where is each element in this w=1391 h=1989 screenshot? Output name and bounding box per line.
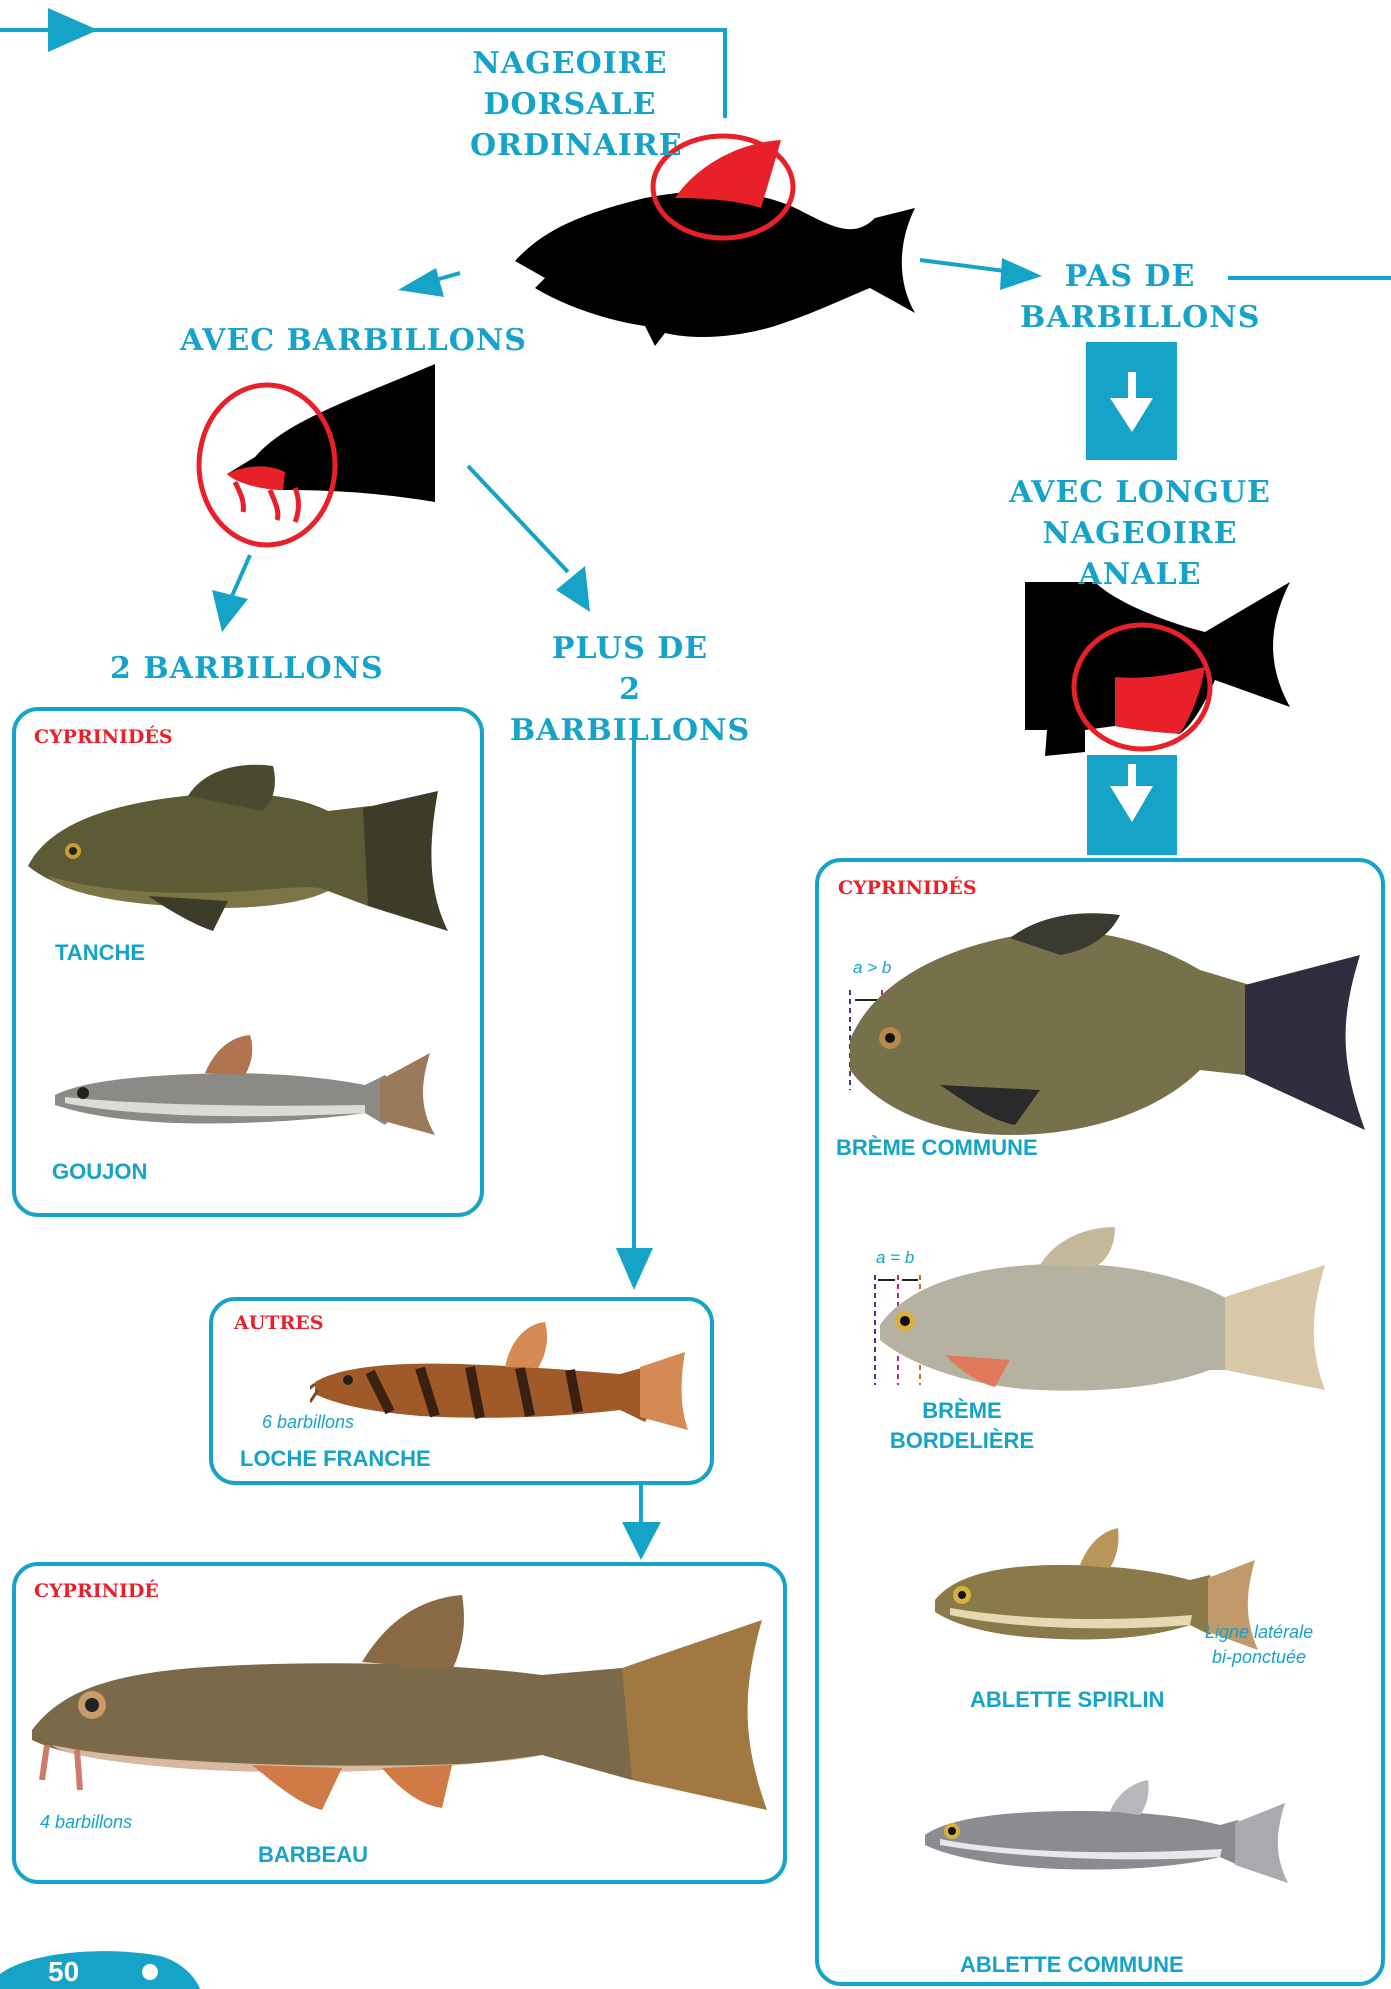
arrow-to-2-barbillons	[212, 590, 248, 632]
node-pas-de-barbillons: PAS DE BARBILLONS	[1020, 256, 1240, 338]
arrow-to-plus-de-2	[556, 566, 590, 612]
fish-name-ablette-commune: ABLETTE COMMUNE	[960, 1950, 1184, 1980]
fish-name-goujon: GOUJON	[52, 1157, 147, 1187]
arrow-to-avec	[398, 268, 444, 297]
node-plus-de-2-barbillons: PLUS DE 2 BARBILLONS	[500, 628, 760, 751]
fish-name-tanche: TANCHE	[55, 938, 145, 968]
family-label: CYPRINIDÉS	[34, 726, 173, 748]
ratio-a-greater-b: a > b	[853, 958, 891, 978]
node-dorsale-ordinaire: NAGEOIRE DORSALE ORDINAIRE	[470, 43, 670, 166]
arrow-to-cyprinide	[622, 1522, 661, 1560]
fish-name-ablette-spirlin: ABLETTE SPIRLIN	[970, 1685, 1164, 1715]
breme-commune-fish-image	[840, 910, 1370, 1160]
fish-name-breme-commune: BRÈME COMMUNE	[836, 1133, 1038, 1163]
breme-bordeliere-fish-image	[870, 1225, 1330, 1405]
ablette-commune-fish-image	[920, 1775, 1290, 1890]
fish-name-barbeau: BARBEAU	[258, 1840, 368, 1870]
note-6-barbillons: 6 barbillons	[262, 1410, 354, 1435]
tanche-fish-image	[28, 756, 458, 946]
silhouette-barbels-head	[195, 362, 445, 562]
node-longue-nageoire-anale: AVEC LONGUE NAGEOIRE ANALE	[990, 472, 1290, 595]
note-ligne-laterale: Ligne latérale bi-ponctuée	[1205, 1620, 1313, 1670]
fish-name-breme-bordeliere: BRÈME BORDELIÈRE	[862, 1396, 1062, 1456]
barbeau-fish-image	[22, 1580, 772, 1825]
goujon-fish-image	[45, 1025, 435, 1145]
arrow-to-autres	[616, 1248, 653, 1290]
loche-franche-fish-image	[310, 1312, 690, 1437]
page-number: 50	[48, 1956, 79, 1988]
page-number-tab	[0, 1946, 200, 1989]
node-avec-barbillons: AVEC BARBILLONS	[180, 320, 500, 361]
family-label: CYPRINIDÉS	[838, 877, 977, 899]
arrow-top	[48, 8, 98, 52]
node-2-barbillons: 2 BARBILLONS	[110, 648, 370, 689]
fish-name-loche-franche: LOCHE FRANCHE	[240, 1444, 431, 1474]
ratio-a-equals-b: a = b	[876, 1248, 914, 1268]
note-4-barbillons: 4 barbillons	[40, 1810, 132, 1835]
